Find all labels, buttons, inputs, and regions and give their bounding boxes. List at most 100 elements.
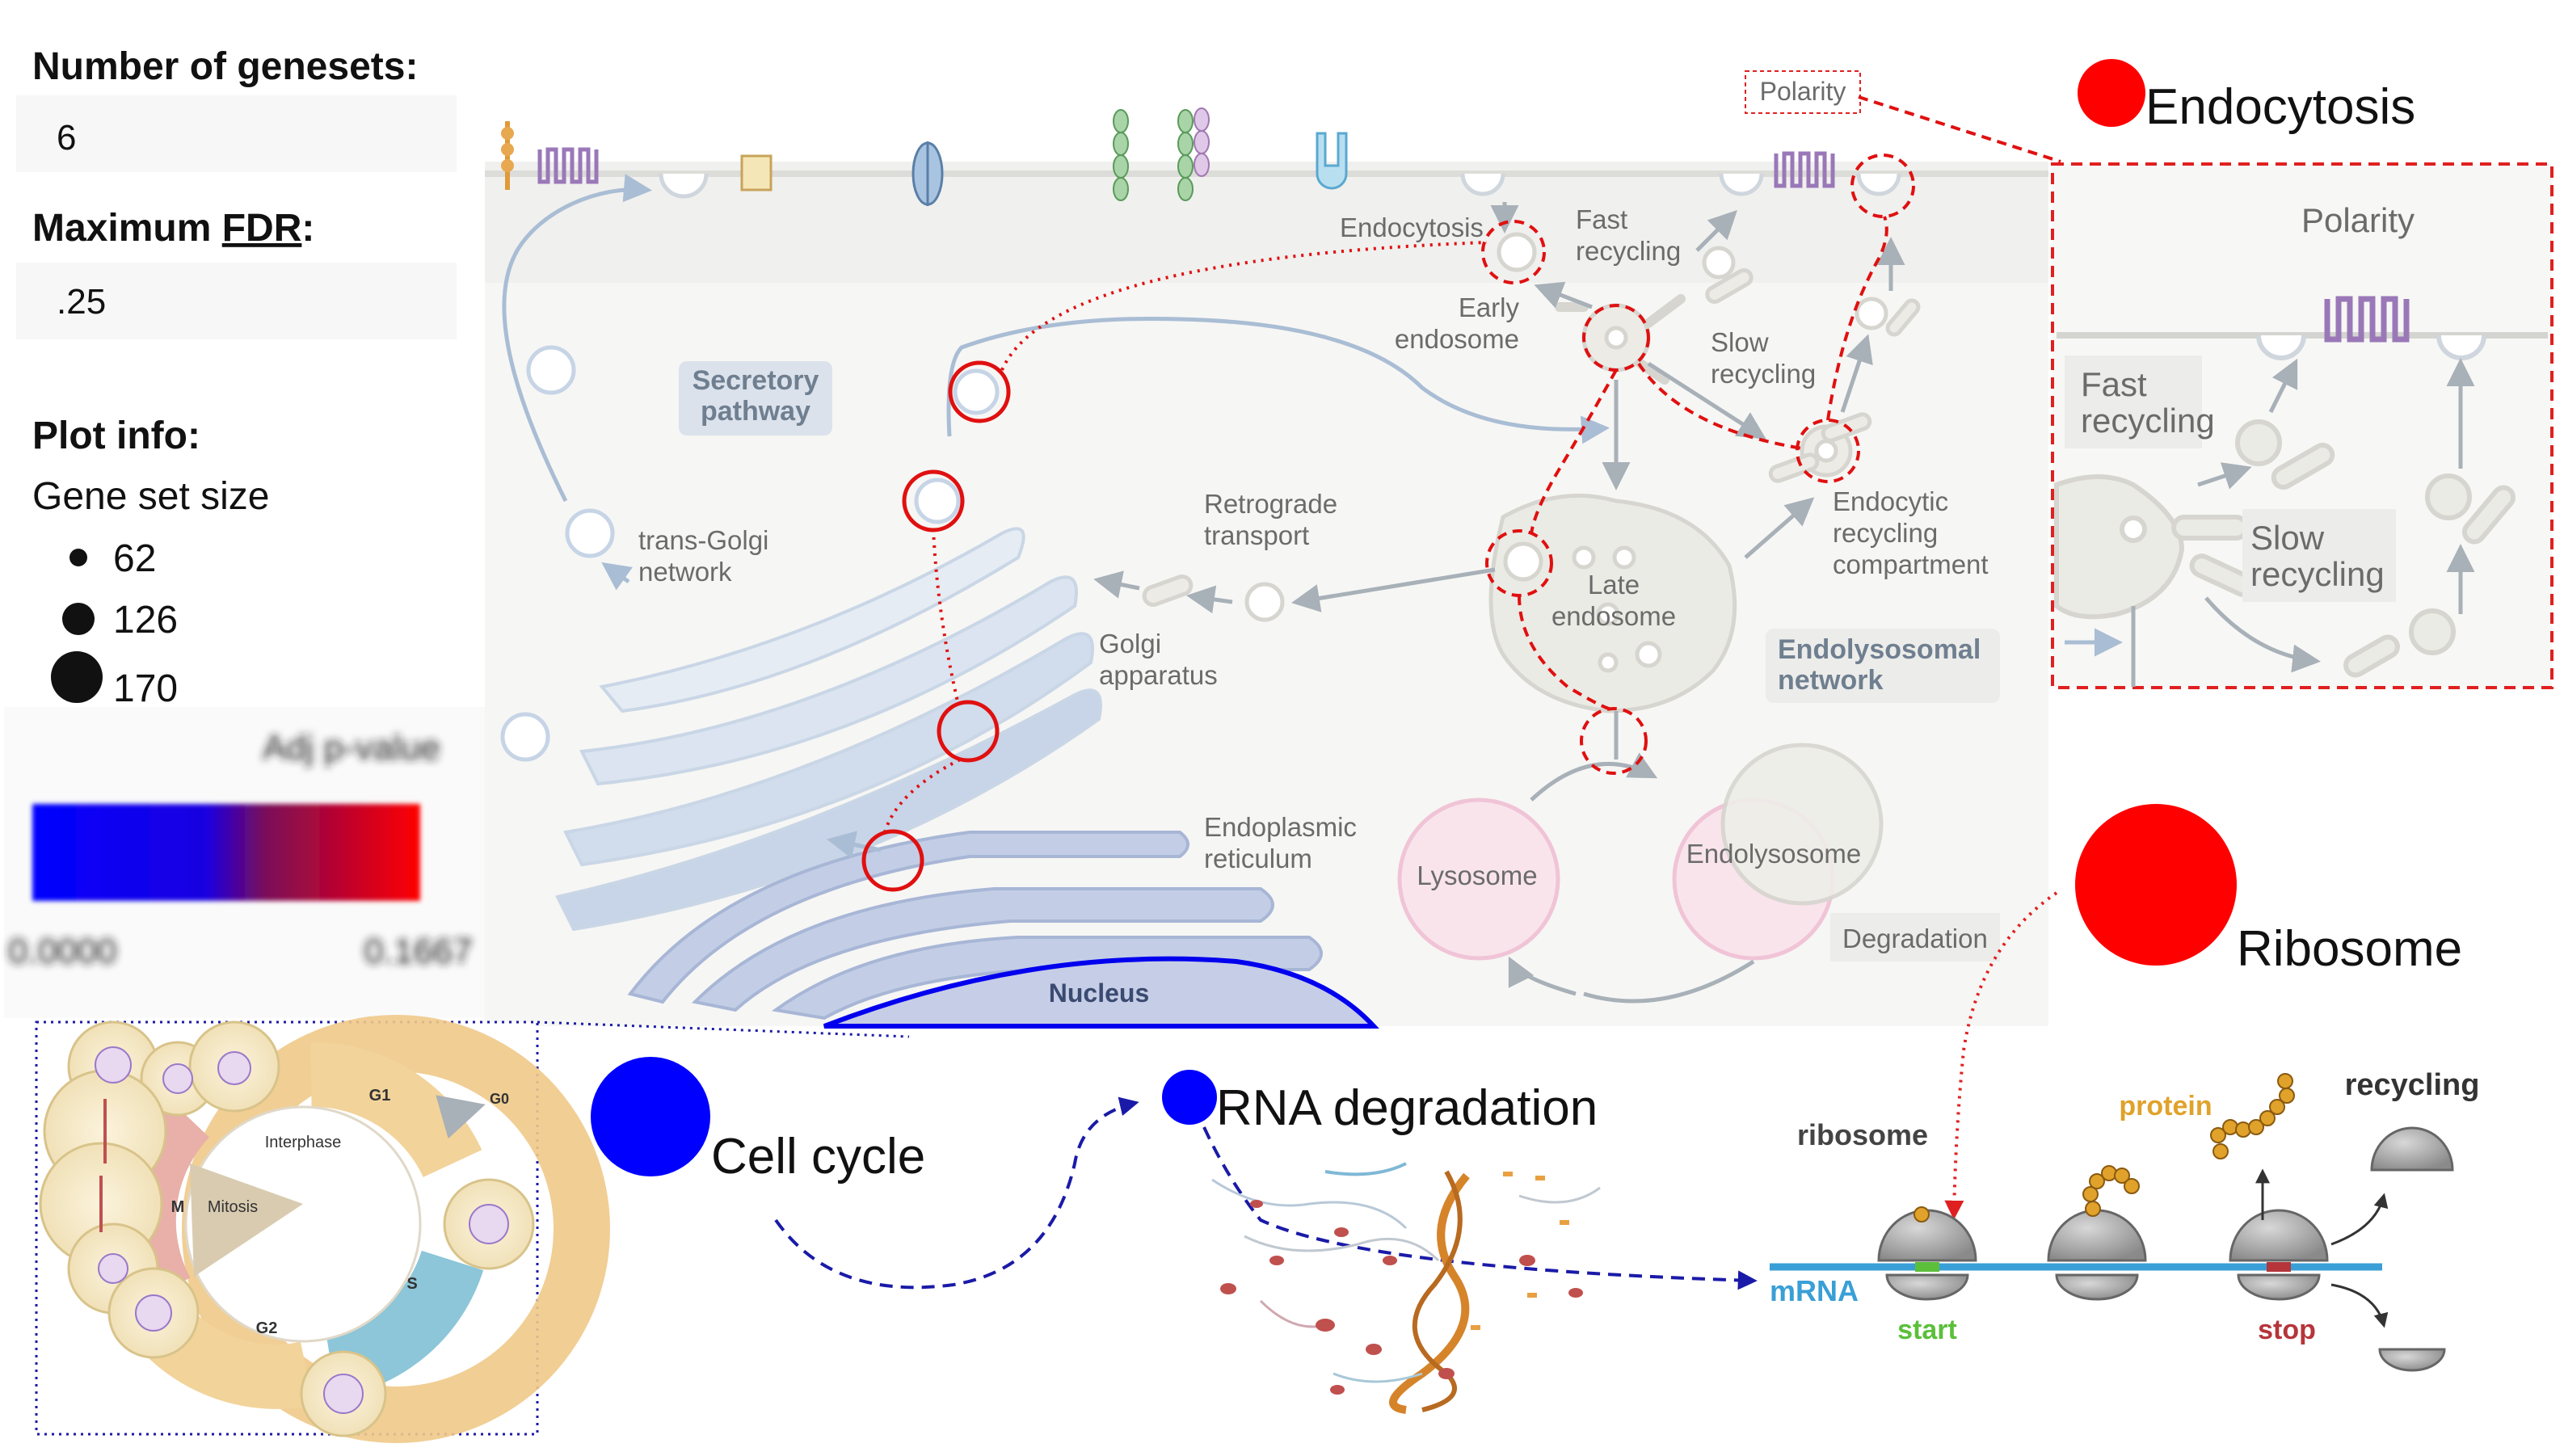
num-genesets-label: Number of genesets: xyxy=(32,45,418,88)
cycle-chromosomes xyxy=(99,1099,107,1232)
highlight-lysosome-route xyxy=(1580,707,1648,775)
geneset-rna-degradation[interactable]: RNA degradation xyxy=(1162,1070,1598,1136)
zoom-receptor-icon xyxy=(2324,296,2410,343)
slow-recycling-label-2: recycling xyxy=(1711,359,1816,389)
early-endosome-label-1: Early xyxy=(1459,292,1520,322)
cell-cycle-title: Cell cycle xyxy=(711,1129,925,1185)
max-fdr-link[interactable]: FDR xyxy=(222,207,302,250)
stop-label: stop xyxy=(2258,1315,2316,1345)
g0-arrow xyxy=(436,1095,486,1139)
max-fdr-value[interactable]: .25 xyxy=(57,282,106,322)
rna-degradation-title: RNA degradation xyxy=(1216,1080,1598,1136)
geneset-endocytosis[interactable]: Endocytosis xyxy=(2078,59,2415,135)
zoom-slow-recycling-2: recycling xyxy=(2250,555,2385,593)
rna-exosome-particles xyxy=(1220,1200,1583,1395)
cell-cycle-dot xyxy=(591,1057,710,1176)
size-legend-170: 170 xyxy=(113,667,178,710)
ribosome-panel: mRNA ribosome start stop xyxy=(1770,1068,2480,1372)
rna-degradation-illustration xyxy=(1211,1162,1601,1414)
fdr-input-box[interactable] xyxy=(16,263,457,339)
cell-cycle-panel: Interphase Mitosis M G1 G0 S G2 xyxy=(35,1015,910,1443)
g1-label: G1 xyxy=(369,1087,391,1105)
max-fdr-suffix: : xyxy=(301,207,314,250)
zoom-slow-recycling-1: Slow xyxy=(2250,519,2325,557)
ribosome-elongating xyxy=(2047,1165,2147,1301)
max-fdr-label: Maximum FDR: xyxy=(32,207,314,250)
rna-nucleotides xyxy=(1471,1172,1569,1330)
colorbar-gradient xyxy=(32,804,420,901)
zoom-fast-recycling-box xyxy=(2065,356,2202,448)
ribosome-label: ribosome xyxy=(1797,1118,1928,1151)
mrna-label: mRNA xyxy=(1770,1274,1859,1307)
zoom-fast-recycling-1: Fast xyxy=(2081,365,2147,403)
zoom-pit-right xyxy=(2436,335,2486,360)
endocytosis-dot xyxy=(2078,59,2145,127)
geneset-cell-cycle[interactable]: Cell cycle xyxy=(591,1057,925,1185)
highlight-golgi xyxy=(937,700,1000,763)
zoom-arrows xyxy=(2065,358,2475,687)
endocytic-recycling-label-1: Endocytic xyxy=(1833,486,1948,516)
rna-degradation-dot xyxy=(1162,1070,1217,1125)
released-protein xyxy=(2210,1073,2295,1159)
rna-fragment-3 xyxy=(1324,1162,1407,1176)
size-legend-62: 62 xyxy=(113,537,156,580)
colorbar-min: 0.0000 xyxy=(8,932,117,971)
endolysosomal-label-2: network xyxy=(1778,665,1883,696)
endocytic-recycling-label-3: compartment xyxy=(1833,549,1989,579)
zoom-slow-recycling-box xyxy=(2242,509,2396,602)
nucleus-label: Nucleus xyxy=(1049,978,1149,1008)
fast-recycling-label-1: Fast xyxy=(1576,204,1627,234)
genesets-input-box[interactable] xyxy=(16,95,457,172)
trans-golgi-label-2: network xyxy=(638,557,732,587)
ribosome-stop: stop xyxy=(2229,1209,2329,1345)
lysosome xyxy=(1397,797,1560,961)
fast-recycling-label-2: recycling xyxy=(1576,236,1681,266)
endolysosomal-network-box xyxy=(1766,629,2000,703)
endocytic-recycling-label-2: recycling xyxy=(1833,518,1938,548)
recycle-arrow-top xyxy=(2330,1193,2389,1246)
ribosome-link xyxy=(1944,891,2058,1220)
rna-fragment-5 xyxy=(1259,1299,1326,1328)
gene-set-size-label: Gene set size xyxy=(32,475,269,518)
ribosome-title: Ribosome xyxy=(2237,921,2462,977)
ribosome-dot xyxy=(2075,804,2237,966)
early-endosome-label-2: endosome xyxy=(1395,324,1519,354)
rna-fragment-2 xyxy=(1244,1235,1440,1262)
retrograde-label-2: transport xyxy=(1204,520,1309,550)
er-label-2: reticulum xyxy=(1204,844,1312,873)
endolysosome-inner xyxy=(1720,743,1884,906)
secretory-pathway-box xyxy=(679,361,832,436)
zoom-polarity-label: Polarity xyxy=(2301,201,2415,239)
nascent-peptide-short xyxy=(2082,1165,2140,1217)
highlight-endocytosis xyxy=(1481,220,1546,284)
mitosis-wedge xyxy=(190,1164,303,1277)
rna-fragment-1 xyxy=(1211,1178,1408,1230)
highlight-recycling-compartment xyxy=(1796,419,1860,483)
highlight-secretory-upper xyxy=(948,360,1011,423)
plot-info-label: Plot info: xyxy=(32,414,200,457)
rna-fragment-4 xyxy=(1518,1186,1601,1204)
free-small-subunit xyxy=(2378,1348,2446,1372)
protein-label: protein xyxy=(2119,1091,2212,1121)
size-legend-dot-medium xyxy=(62,603,95,635)
recycling-label: recycling xyxy=(2345,1068,2480,1102)
geneset-ribosome[interactable]: Ribosome xyxy=(2075,804,2462,977)
secretory-vesicles xyxy=(500,345,615,762)
cell-diagram-labels: Endocytosis Fast recycling Early endosom… xyxy=(638,204,2000,1008)
er-label-1: Endoplasmic xyxy=(1204,812,1357,842)
endocytosis-label: Endocytosis xyxy=(1340,213,1484,242)
num-genesets-value[interactable]: 6 xyxy=(57,118,76,158)
slow-recycling-label-1: Slow xyxy=(1711,327,1769,357)
zoom-vesicles xyxy=(2054,419,2516,678)
secretory-route xyxy=(946,316,1610,444)
m-label: M xyxy=(171,1198,185,1216)
rna-helix-strand-b xyxy=(1412,1170,1463,1412)
secretory-arrow xyxy=(502,174,652,503)
golgi-label-2: apparatus xyxy=(1099,660,1218,690)
start-label: start xyxy=(1897,1315,1957,1345)
zoom-pit-left xyxy=(2256,335,2306,360)
s-label: S xyxy=(406,1275,417,1293)
tgn-arrow xyxy=(601,562,633,591)
secretory-pathway-label-1: Secretory xyxy=(693,365,819,396)
